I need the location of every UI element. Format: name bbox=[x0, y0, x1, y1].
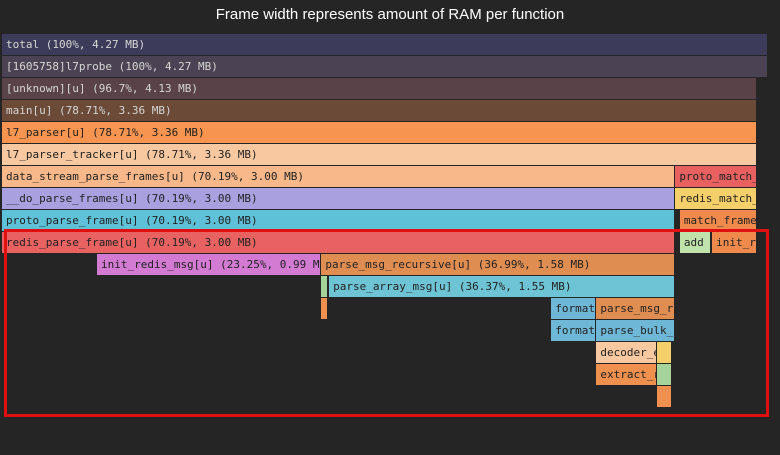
flame-frame[interactable]: [unknown][u] (96.7%, 4.13 MB) bbox=[2, 78, 757, 100]
flame-frame[interactable] bbox=[321, 298, 329, 320]
flame-frame[interactable]: [1605758]l7probe (100%, 4.27 MB) bbox=[2, 56, 768, 78]
flame-frame[interactable]: extract_r bbox=[596, 364, 657, 386]
chart-title: Frame width represents amount of RAM per… bbox=[215, 6, 565, 23]
flame-frame[interactable]: total (100%, 4.27 MB) bbox=[2, 34, 768, 56]
flame-frame[interactable]: init_r bbox=[712, 232, 757, 254]
flame-frame[interactable]: match_frame bbox=[679, 210, 757, 232]
flame-frame[interactable] bbox=[321, 276, 329, 298]
flame-frame[interactable]: add bbox=[679, 232, 711, 254]
flame-frame[interactable]: parse_msg_r bbox=[596, 298, 675, 320]
flame-frame[interactable]: l7_parser[u] (78.71%, 3.36 MB) bbox=[2, 122, 757, 144]
flame-frame[interactable]: data_stream_parse_frames[u] (70.19%, 3.0… bbox=[2, 166, 675, 188]
flame-frame[interactable]: decoder_e bbox=[596, 342, 657, 364]
flame-frame[interactable]: l7_parser_tracker[u] (78.71%, 3.36 MB) bbox=[2, 144, 757, 166]
flame-frame[interactable]: __do_parse_frames[u] (70.19%, 3.00 MB) bbox=[2, 188, 675, 210]
flame-frame[interactable]: format_ bbox=[551, 320, 597, 342]
flame-frame[interactable]: parse_array_msg[u] (36.37%, 1.55 MB) bbox=[329, 276, 675, 298]
flame-frame[interactable]: redis_parse_frame[u] (70.19%, 3.00 MB) bbox=[2, 232, 675, 254]
flame-frame[interactable]: parse_msg_recursive[u] (36.99%, 1.58 MB) bbox=[321, 254, 675, 276]
flame-frame[interactable] bbox=[656, 386, 673, 408]
flame-frame[interactable]: main[u] (78.71%, 3.36 MB) bbox=[2, 100, 757, 122]
flame-frame[interactable]: redis_match_ bbox=[675, 188, 757, 210]
flame-frame[interactable]: parse_bulk_ bbox=[596, 320, 675, 342]
flame-frame[interactable]: proto_match_ bbox=[675, 166, 757, 188]
flame-frame[interactable] bbox=[656, 364, 673, 386]
flame-frame[interactable]: proto_parse_frame[u] (70.19%, 3.00 MB) bbox=[2, 210, 675, 232]
flame-frame[interactable]: format_ bbox=[551, 298, 597, 320]
flame-frame[interactable]: init_redis_msg[u] (23.25%, 0.99 MB) bbox=[96, 254, 321, 276]
flame-frame[interactable] bbox=[656, 342, 673, 364]
